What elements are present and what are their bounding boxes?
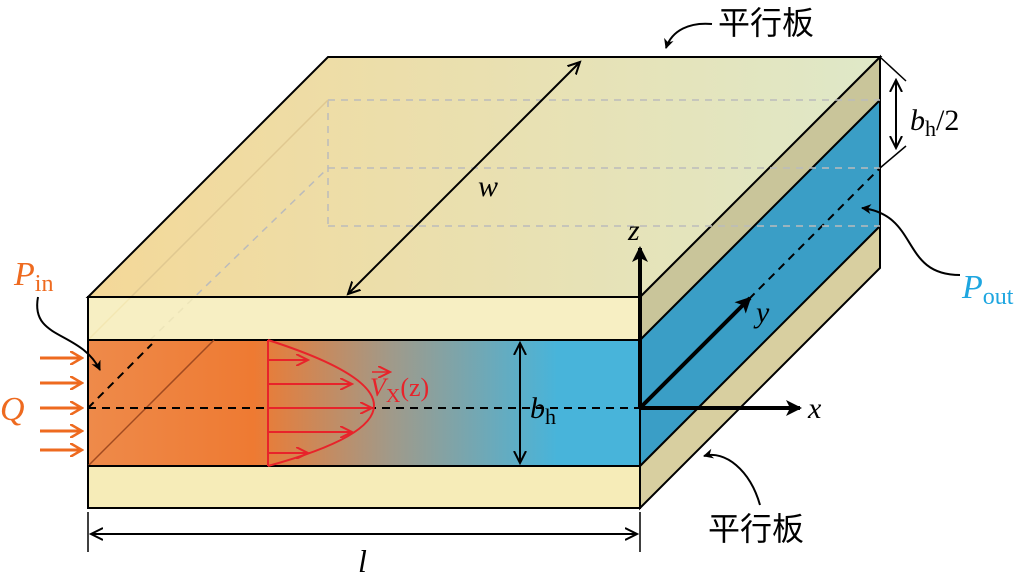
fluid-front — [87, 339, 641, 467]
half-height-label: bh/2 — [910, 104, 959, 141]
top-plate-front — [87, 296, 641, 341]
velocity-label: VX(z) — [370, 373, 429, 407]
top-plate-pointer — [664, 22, 713, 49]
p-out-label: Pout — [961, 269, 1014, 310]
length-label: l — [358, 543, 367, 579]
width-dimension — [348, 62, 580, 294]
width-label: w — [478, 170, 498, 203]
axis-y-label: y — [753, 296, 770, 329]
p-out-pointer — [861, 204, 961, 276]
inflow-arrows — [40, 358, 82, 450]
bottom-plate-pointer — [703, 448, 761, 506]
bottom-plate-front — [87, 465, 641, 509]
top-plate-label: 平行板 — [718, 5, 814, 41]
coordinate-axes — [632, 246, 802, 416]
p-in-label: Pin — [13, 256, 53, 297]
bottom-plate-label: 平行板 — [708, 511, 804, 547]
axis-z-label: z — [627, 214, 640, 247]
p-in-pointer — [36, 296, 101, 371]
velocity-profile — [267, 339, 375, 467]
flow-rate-label: Q — [0, 391, 25, 428]
height-label: bh — [530, 392, 556, 429]
axis-x-label: x — [807, 392, 822, 425]
